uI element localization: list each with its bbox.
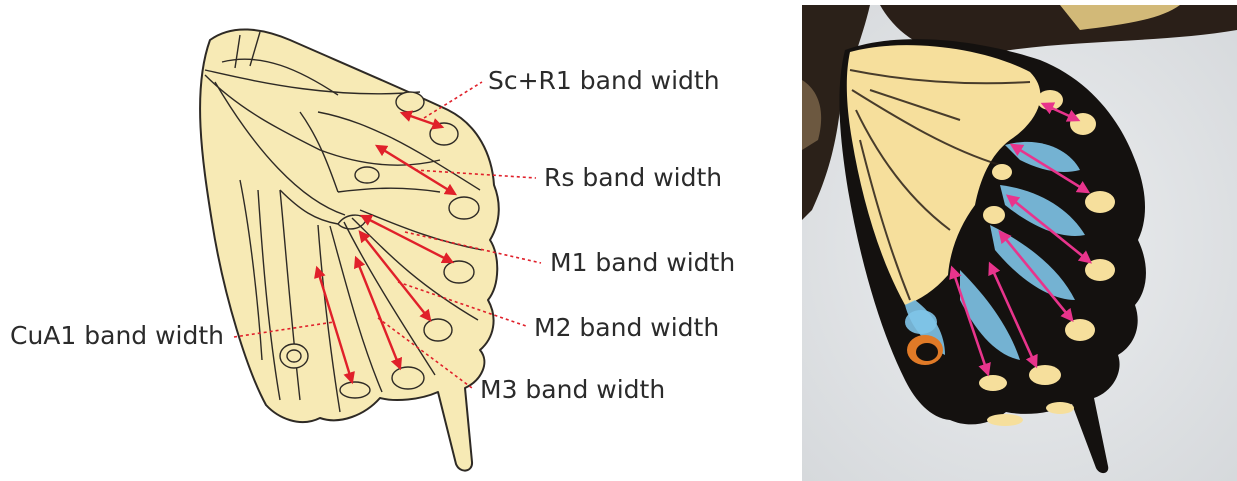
m3-band-width-label: M3 band width — [480, 375, 665, 404]
cua1-band-width-label: CuA1 band width — [10, 321, 224, 350]
hindwing-schematic: Sc+R1 band width Rs band width M1 band w… — [10, 29, 735, 470]
butterfly-hindwing-photo — [802, 5, 1237, 481]
wing-outline — [200, 29, 499, 470]
m2-band-width-label: M2 band width — [534, 313, 719, 342]
m1-band-width-label: M1 band width — [550, 248, 735, 277]
rs-band-width-label: Rs band width — [544, 163, 722, 192]
sc-r1-band-width-label: Sc+R1 band width — [488, 66, 720, 95]
